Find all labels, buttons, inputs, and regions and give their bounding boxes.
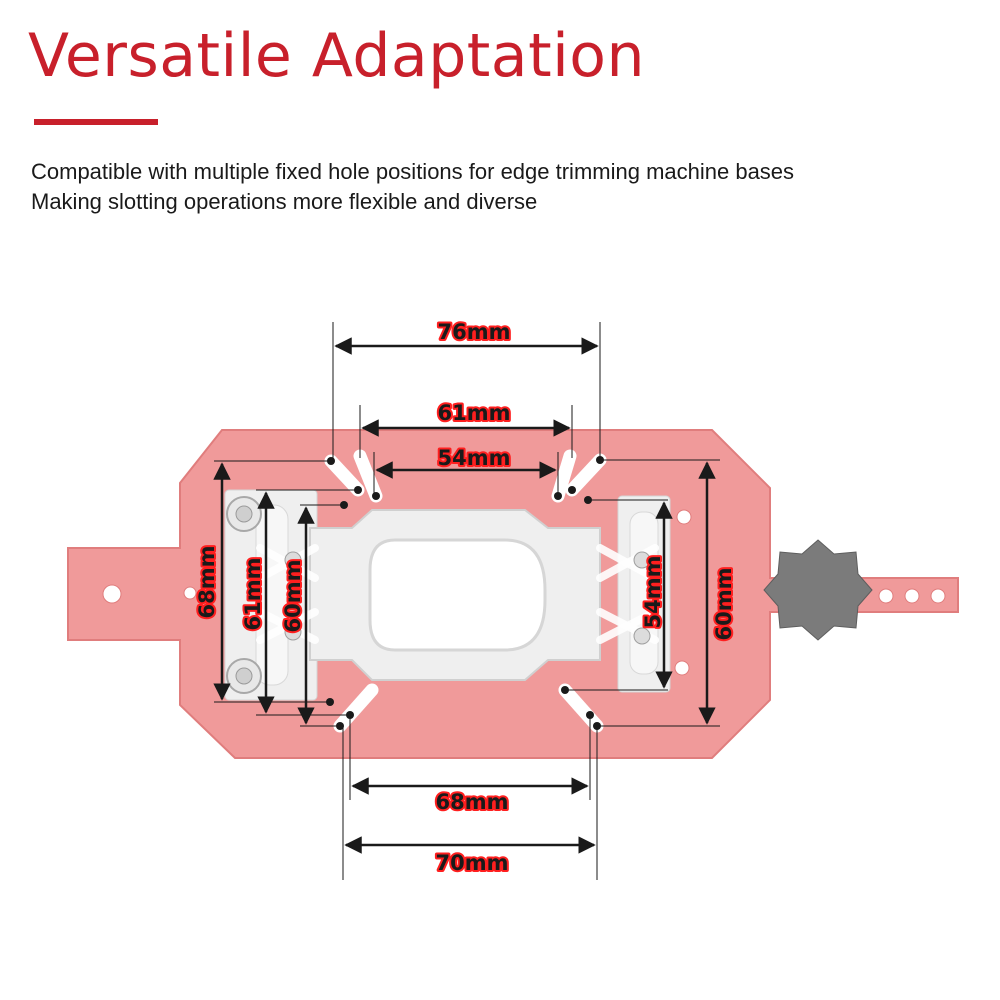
tab-hole-right-1 <box>878 588 894 604</box>
label-61mm-left: 61mm <box>241 558 265 631</box>
star-knob-icon[interactable] <box>763 539 873 641</box>
mounting-slots <box>324 449 607 733</box>
label-68mm-bottom: 68mm <box>436 790 509 814</box>
dimension-arrows <box>213 337 716 854</box>
subtitle-line-2: Making slotting operations more flexible… <box>31 189 538 214</box>
insert-opening <box>368 538 547 652</box>
label-76mm: 76mm <box>438 320 511 344</box>
corner-hole-top-right <box>676 509 692 525</box>
page-title: Versatile Adaptation <box>28 21 646 91</box>
slot-bottom-left <box>333 683 379 733</box>
tab-hole-right-2 <box>904 588 920 604</box>
center-insert <box>256 509 659 681</box>
label-68mm-left: 68mm <box>195 546 219 619</box>
screw-head-icon <box>226 496 651 694</box>
tab-hole-right-3 <box>930 588 946 604</box>
corner-hole-bottom-right <box>674 660 690 676</box>
extension-lines <box>214 322 720 880</box>
tab-hole-left <box>102 584 122 604</box>
dimension-labels: 76mm 61mm 54mm 68mm 70mm 68mm 61mm 60mm … <box>193 318 738 877</box>
slot-top-left-inner <box>353 449 383 503</box>
slot-top-right-inner <box>551 449 577 503</box>
side-hole-left <box>183 586 197 600</box>
title-underline <box>34 119 158 125</box>
slot-bottom-right <box>558 683 604 733</box>
subtitle-line-1: Compatible with multiple fixed hole posi… <box>31 159 795 184</box>
label-60mm-right: 60mm <box>712 568 736 641</box>
label-60mm-left: 60mm <box>281 560 305 633</box>
label-70mm-bottom: 70mm <box>436 851 509 875</box>
label-54mm-right: 54mm <box>641 556 665 629</box>
slot-top-left <box>324 454 365 497</box>
label-61mm-top: 61mm <box>438 401 511 425</box>
label-54mm-top: 54mm <box>438 446 511 470</box>
slot-top-right <box>565 453 607 497</box>
